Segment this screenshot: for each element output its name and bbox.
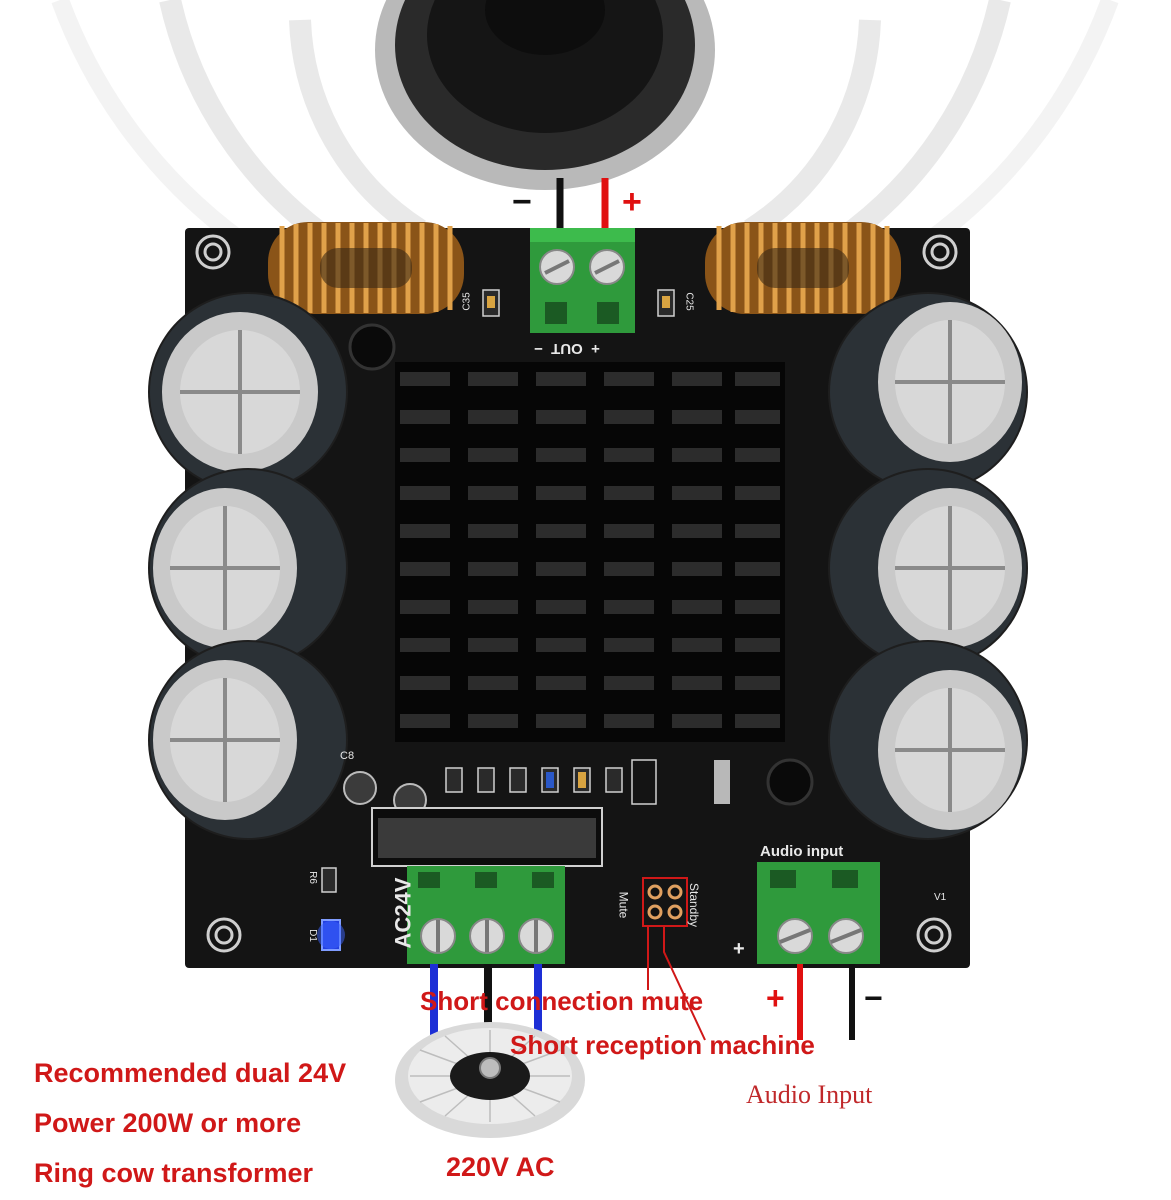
reset-button-icon [348, 323, 396, 371]
transformer-caption: 220V AC [446, 1152, 555, 1182]
speaker-icon [375, 0, 715, 190]
capacitor-c8-label: C8 [340, 750, 355, 762]
recommend-line-1: Recommended dual 24V [34, 1058, 347, 1088]
resistor-r6-label: R6 [306, 871, 318, 884]
input-plus-label: + [733, 938, 745, 960]
mute-standby-header [642, 877, 706, 1041]
heatsink [395, 362, 785, 742]
short-connection-mute-note: Short connection mute [420, 986, 704, 1016]
mute-label: Mute [616, 891, 631, 919]
toroidal-transformer-icon [395, 1022, 585, 1138]
output-label: + OUT − [534, 340, 600, 357]
recommend-line-3: Ring cow transformer [34, 1158, 314, 1188]
inductor-right [705, 222, 901, 314]
standby-label: Standby [687, 882, 702, 928]
output-terminal [530, 228, 635, 333]
audio-input-board-label: Audio input [760, 843, 844, 860]
speaker-minus-sign: − [512, 183, 532, 221]
capacitors [148, 292, 1028, 840]
inductor-left [268, 222, 464, 314]
recommend-line-2: Power 200W or more [34, 1108, 302, 1138]
power-voltage-label: AC24V [390, 877, 416, 949]
audio-input-terminal [757, 862, 880, 964]
short-reception-machine-note: Short reception machine [510, 1030, 815, 1060]
audio-input-minus-note: − [864, 980, 883, 1016]
v1-label: V1 [934, 892, 947, 903]
capacitor-c35-label: C35 [461, 292, 473, 311]
audio-input-plus-note: + [766, 980, 785, 1016]
speaker-scene [51, 0, 1119, 240]
mounting-holes [195, 234, 958, 953]
power-terminal [407, 866, 565, 964]
led-d1-label: D1 [306, 929, 318, 942]
capacitor-c25-label: C25 [683, 292, 695, 311]
speaker-plus-sign: + [622, 183, 642, 221]
audio-input-caption: Audio Input [746, 1080, 873, 1109]
